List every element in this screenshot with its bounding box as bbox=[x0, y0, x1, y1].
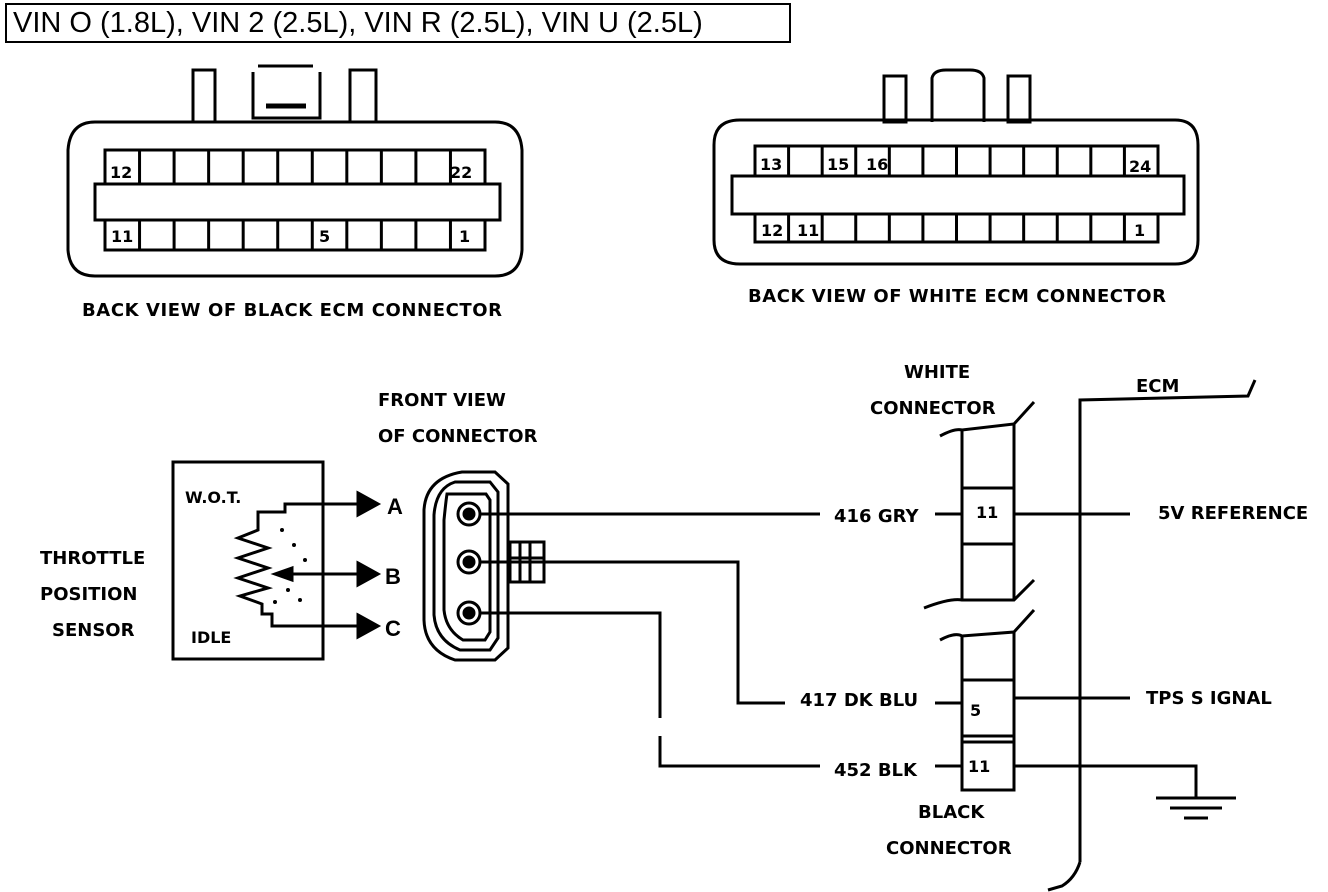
tps-label-line3: SENSOR bbox=[52, 620, 135, 641]
black-pin-12: 12 bbox=[110, 163, 132, 182]
wire-452-blk-left bbox=[480, 611, 820, 768]
white-pin-11: 11 bbox=[797, 221, 819, 240]
tps-connector bbox=[422, 470, 546, 662]
white-connector-caption: BACK VIEW OF WHITE ECM CONNECTOR bbox=[748, 286, 1166, 307]
black-connector-latch-right bbox=[348, 68, 378, 124]
tps-sensor-box bbox=[171, 460, 325, 661]
white-pin-24: 24 bbox=[1129, 157, 1151, 176]
wire-416-gry-label: 416 GRY bbox=[834, 506, 919, 527]
terminal-c-label: C bbox=[385, 616, 401, 641]
terminal-b-label: B bbox=[385, 564, 401, 589]
white-pin-13: 13 bbox=[760, 155, 782, 174]
white-connector-pin-11: 11 bbox=[976, 503, 998, 522]
arrow-b-back-icon bbox=[270, 565, 294, 583]
black-connector-caption: BACK VIEW OF BLACK ECM CONNECTOR bbox=[82, 300, 502, 321]
black-pin-22: 22 bbox=[450, 163, 472, 182]
white-connector-latch-left bbox=[882, 74, 908, 124]
tps-wot-label: W.O.T. bbox=[185, 488, 241, 507]
tps-idle-label: IDLE bbox=[191, 628, 231, 647]
wire-417-dk-blu-label: 417 DK BLU bbox=[800, 690, 918, 711]
ecm-boundary bbox=[1078, 379, 1257, 862]
black-connector-top-row bbox=[103, 148, 487, 186]
black-connector-latch-left bbox=[191, 68, 217, 124]
white-connector-pin-11-cell bbox=[960, 486, 1016, 546]
black-connector-pin-5: 5 bbox=[970, 701, 981, 720]
white-connector-center-bar bbox=[730, 174, 1186, 216]
tps-resistor bbox=[233, 502, 362, 628]
wire-end-dots bbox=[1078, 512, 1082, 700]
black-connector-body bbox=[66, 120, 524, 278]
white-ecm-connector bbox=[712, 68, 1200, 266]
black-pin-5: 5 bbox=[319, 227, 330, 246]
tps-terminal-arrows bbox=[270, 490, 382, 640]
white-pin-12: 12 bbox=[761, 221, 783, 240]
diagram-title: VIN O (1.8L), VIN 2 (2.5L), VIN R (2.5L)… bbox=[5, 3, 791, 43]
white-pin-15: 15 bbox=[827, 155, 849, 174]
tps-label-line2: POSITION bbox=[40, 584, 138, 605]
arrow-b-icon bbox=[356, 560, 382, 588]
tps-label-line1: THROTTLE bbox=[40, 548, 145, 569]
signal-tps: TPS S IGNAL bbox=[1146, 688, 1272, 709]
ecm-label: ECM bbox=[1136, 376, 1179, 397]
tps-resistor-dots bbox=[273, 528, 307, 604]
white-connector-label-line2: CONNECTOR bbox=[870, 398, 996, 419]
wire-417-dk-blu-left bbox=[480, 560, 785, 705]
black-connector-pin-11: 11 bbox=[968, 757, 990, 776]
black-connector-pin-5-cell bbox=[960, 678, 1016, 738]
white-connector-latch-right bbox=[1006, 74, 1032, 124]
white-connector-lock-tab bbox=[930, 68, 986, 122]
white-connector-body bbox=[712, 118, 1200, 266]
wire-452-blk-label: 452 BLK bbox=[834, 760, 918, 781]
black-ecm-connector bbox=[66, 64, 524, 278]
front-view-label-line2: OF CONNECTOR bbox=[378, 426, 538, 447]
black-pin-1: 1 bbox=[459, 227, 470, 246]
black-connector-center-bar bbox=[93, 182, 502, 222]
arrow-c-icon bbox=[356, 612, 382, 640]
white-pin-1: 1 bbox=[1134, 221, 1145, 240]
black-connector-bottom-row bbox=[103, 218, 487, 252]
black-connector-label-line1: BLACK bbox=[918, 802, 985, 823]
terminal-a-label: A bbox=[387, 494, 403, 519]
arrow-a-icon bbox=[356, 490, 382, 518]
black-pin-11: 11 bbox=[111, 227, 133, 246]
signal-5v-reference: 5V REFERENCE bbox=[1158, 503, 1308, 524]
front-view-label-line1: FRONT VIEW bbox=[378, 390, 506, 411]
ecm-ground-line bbox=[1014, 764, 1198, 798]
black-connector-label-line2: CONNECTOR bbox=[886, 838, 1012, 859]
white-connector-label-line1: WHITE bbox=[904, 362, 970, 383]
wiring bbox=[480, 379, 1257, 892]
black-connector-lock-tab bbox=[251, 64, 322, 120]
white-pin-16: 16 bbox=[866, 155, 888, 174]
